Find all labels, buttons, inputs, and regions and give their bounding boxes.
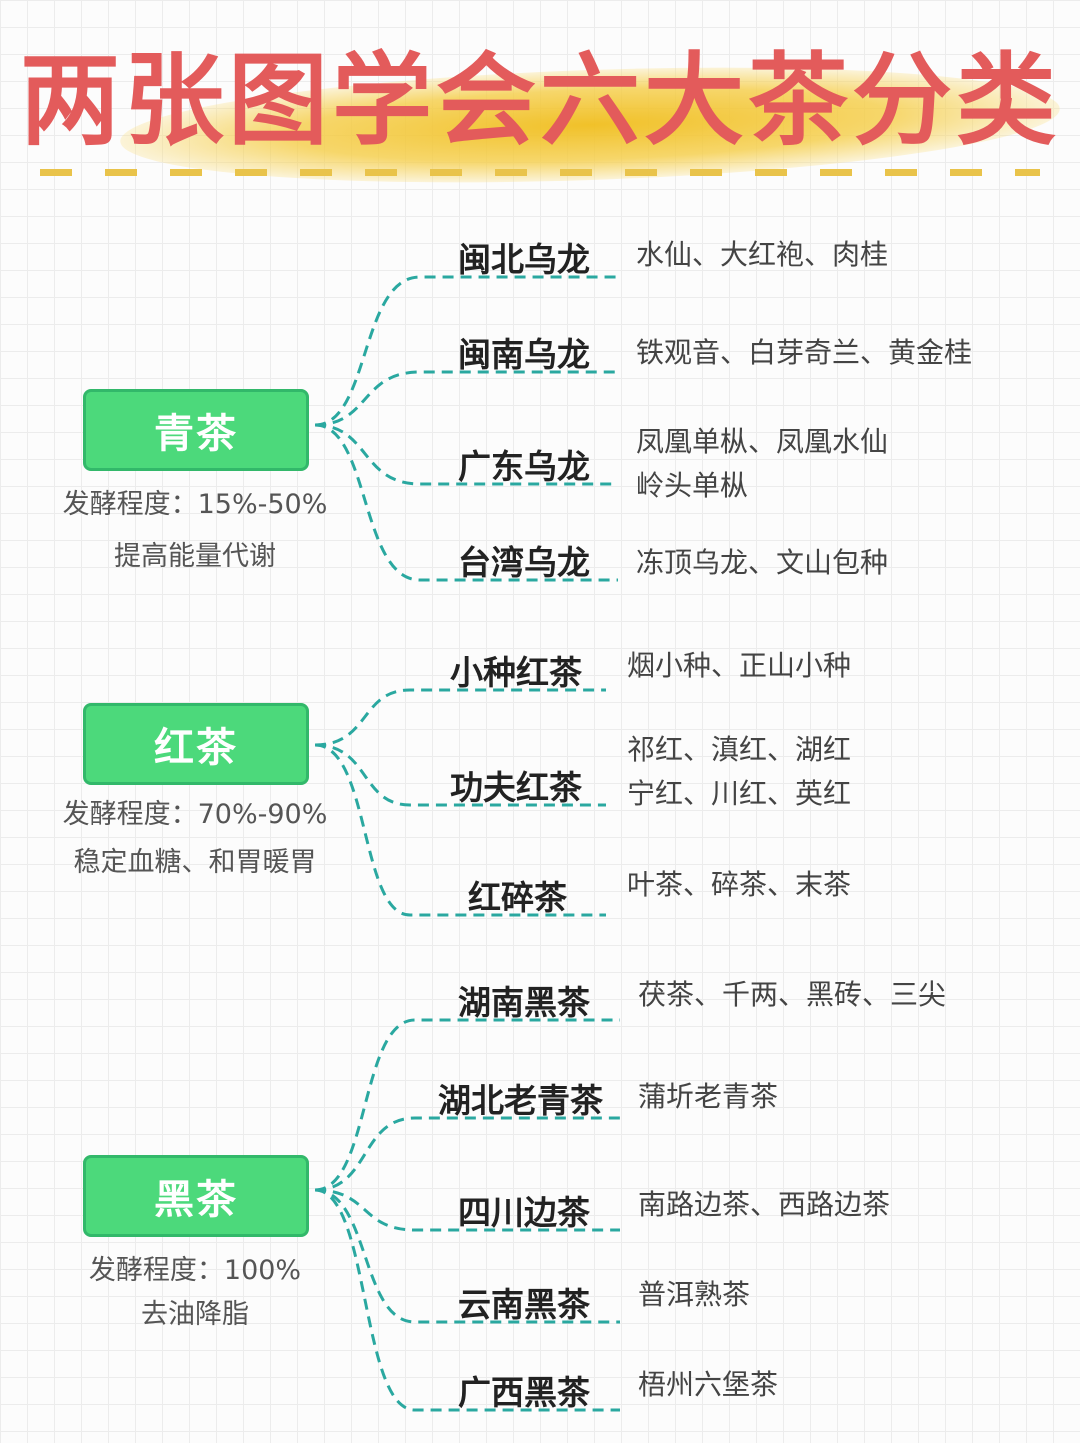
branch-detail: 祁红、滇红、湖红 bbox=[627, 733, 852, 766]
branch-detail: 普洱熟茶 bbox=[638, 1278, 751, 1311]
fermentation-label: 发酵程度：100% bbox=[88, 1255, 302, 1286]
branch-label[interactable]: 湖北老青茶 bbox=[438, 1081, 603, 1120]
branch-detail: 烟小种、正山小种 bbox=[627, 649, 852, 682]
branch-detail: 岭头单枞 bbox=[636, 469, 749, 502]
branch-label[interactable]: 台湾乌龙 bbox=[458, 543, 590, 582]
connector-line bbox=[314, 1116, 620, 1192]
connector-line bbox=[314, 423, 618, 486]
connector-line bbox=[314, 1188, 620, 1324]
fermentation-label: 发酵程度：70%-90% bbox=[62, 799, 328, 830]
branch-label[interactable]: 功夫红茶 bbox=[450, 768, 582, 807]
benefit-label: 去油降脂 bbox=[141, 1299, 249, 1330]
branch-detail: 叶茶、碎茶、末茶 bbox=[627, 868, 852, 901]
title-divider bbox=[40, 169, 1040, 176]
branch-label[interactable]: 广东乌龙 bbox=[458, 447, 590, 486]
connector-line bbox=[314, 1188, 620, 1412]
connector-line bbox=[314, 688, 606, 747]
connector-line bbox=[314, 370, 618, 427]
category-box[interactable]: 青茶 bbox=[83, 389, 309, 471]
branch-label[interactable]: 闽北乌龙 bbox=[458, 240, 590, 279]
branch-label[interactable]: 四川边茶 bbox=[458, 1193, 590, 1232]
branch-label[interactable]: 小种红茶 bbox=[450, 653, 582, 692]
branch-detail: 冻顶乌龙、文山包种 bbox=[636, 546, 889, 579]
connector-line bbox=[314, 743, 606, 917]
branch-detail: 凤凰单枞、凤凰水仙 bbox=[636, 425, 889, 458]
branch-label[interactable]: 湖南黑茶 bbox=[458, 983, 590, 1022]
branch-label[interactable]: 广西黑茶 bbox=[458, 1373, 590, 1412]
branch-label[interactable]: 闽南乌龙 bbox=[458, 335, 590, 374]
branch-label[interactable]: 云南黑茶 bbox=[458, 1285, 590, 1324]
branch-label[interactable]: 红碎茶 bbox=[468, 878, 567, 917]
category-box[interactable]: 红茶 bbox=[83, 703, 309, 785]
branch-detail: 水仙、大红袍、肉桂 bbox=[636, 238, 889, 271]
page-title: 两张图学会六大茶分类 bbox=[20, 41, 1060, 159]
connector-line bbox=[314, 1188, 620, 1232]
branch-detail: 南路边茶、西路边茶 bbox=[638, 1188, 891, 1221]
category-box[interactable]: 黑茶 bbox=[83, 1155, 309, 1237]
branch-detail: 宁红、川红、英红 bbox=[627, 777, 852, 810]
branch-detail: 蒲圻老青茶 bbox=[638, 1080, 779, 1113]
branch-detail: 铁观音、白芽奇兰、黄金桂 bbox=[636, 336, 973, 369]
connector-line bbox=[314, 743, 606, 807]
branch-detail: 梧州六堡茶 bbox=[638, 1368, 779, 1401]
connector-line bbox=[314, 423, 618, 582]
fermentation-label: 发酵程度：15%-50% bbox=[62, 489, 328, 520]
branch-detail: 茯茶、千两、黑砖、三尖 bbox=[638, 978, 947, 1011]
benefit-label: 稳定血糖、和胃暖胃 bbox=[73, 847, 317, 878]
connector-line bbox=[314, 1018, 620, 1192]
benefit-label: 提高能量代谢 bbox=[114, 541, 276, 572]
connector-line bbox=[314, 275, 618, 427]
